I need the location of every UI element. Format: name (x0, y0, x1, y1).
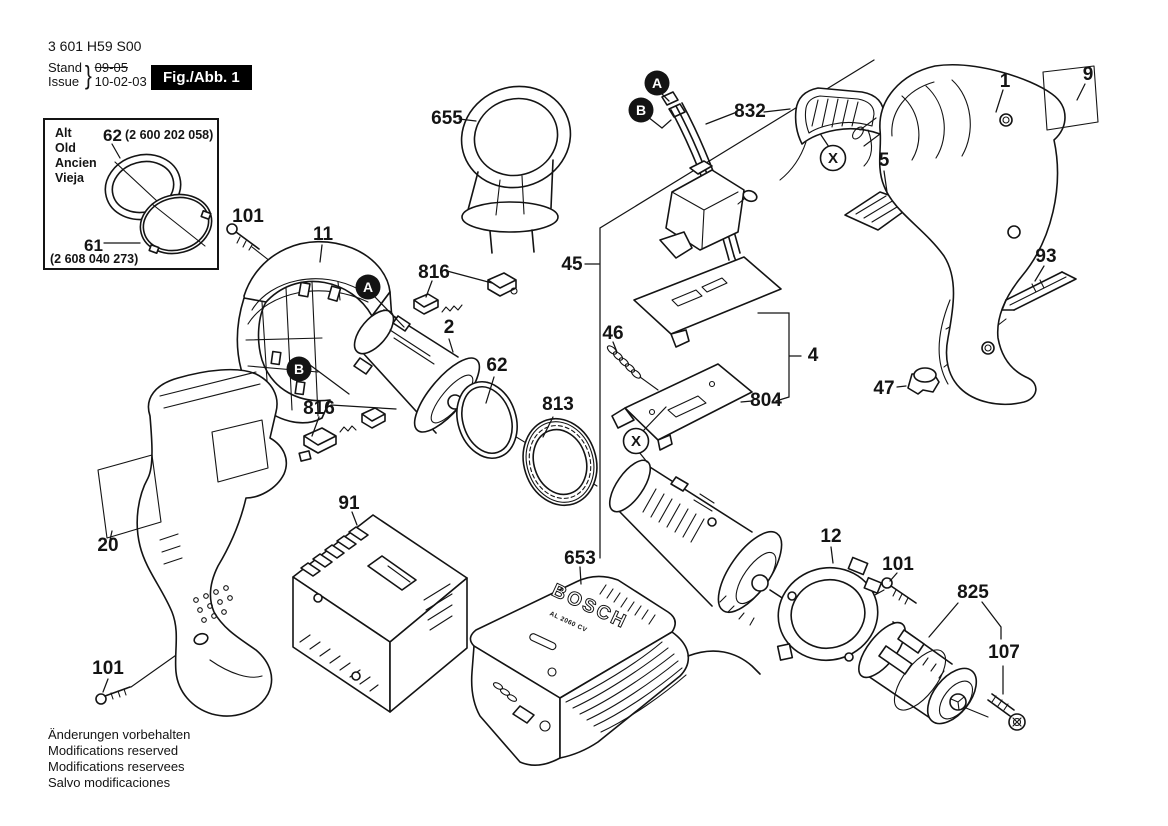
callout-101-bottomleft: 101 (92, 658, 124, 679)
old-box-lang-1: Alt (55, 126, 73, 140)
callout-816-upper: 816 (418, 262, 450, 283)
body-20-drawing (136, 368, 288, 717)
screw-107-drawing (987, 693, 1026, 731)
sticker-9-drawing (1042, 65, 1099, 131)
holder-655-drawing (460, 85, 572, 254)
ring-62-drawing (456, 381, 518, 459)
plate-804-drawing (611, 363, 753, 451)
title-block: 3 601 H59 S00 Stand Issue } 09-05 10-02-… (48, 38, 147, 89)
callout-91: 91 (338, 493, 360, 514)
callout-46: 46 (602, 323, 623, 344)
callout-101-right: 101 (882, 554, 914, 575)
svg-text:A: A (363, 279, 373, 295)
old-box-lower-number: 61 (84, 236, 103, 255)
footer-note-fr: Modifications reservees (48, 759, 185, 774)
marker-a-motor: A (355, 274, 381, 300)
callout-816-lower: 816 (303, 398, 335, 419)
ring-cover-12-drawing (776, 556, 883, 662)
reference-markers: A B A B X X (286, 70, 847, 455)
svg-text:B: B (636, 102, 646, 118)
leader-lines (102, 83, 1086, 693)
charger-653-drawing: BOSCH AL 2060 CV (469, 575, 761, 766)
callout-12: 12 (820, 526, 841, 547)
button-47-drawing (907, 367, 940, 395)
marker-x-module: X (819, 144, 847, 172)
sticker-20-drawing (97, 454, 162, 539)
issue-label: Issue (48, 74, 80, 89)
issue-date: 10-02-03 (94, 74, 147, 89)
stand-label: Stand (48, 60, 82, 75)
old-box-upper-code: (2 600 202 058) (125, 128, 213, 142)
group-45-bracket-line (599, 59, 875, 559)
group-4-bracket-line (757, 312, 802, 402)
bit-93-drawing (1001, 271, 1077, 311)
chuck-825-drawing (858, 621, 978, 725)
callout-11: 11 (313, 224, 334, 245)
marker-x-gearbox: X (622, 427, 650, 455)
callout-832: 832 (734, 101, 766, 122)
svg-text:A: A (652, 75, 662, 91)
group-825-bracket-line (928, 601, 1004, 695)
footer-note-es: Salvo modificaciones (48, 775, 171, 790)
marker-b-top: B (628, 97, 654, 123)
callout-813: 813 (542, 394, 574, 415)
callout-20: 20 (97, 535, 118, 556)
footer-note-de: Änderungen vorbehalten (48, 727, 191, 742)
old-ring-61-drawing (139, 193, 213, 255)
footer-note-en: Modifications reserved (48, 743, 179, 758)
callout-5: 5 (879, 150, 890, 171)
brush-set-816-upper-drawing (413, 272, 518, 315)
old-box-upper-number: 62 (103, 126, 122, 145)
svg-text:X: X (828, 150, 838, 167)
callout-101-topleft: 101 (232, 206, 264, 227)
callout-47: 47 (873, 378, 894, 399)
housing-1-drawing (852, 64, 1066, 406)
callout-107: 107 (988, 642, 1020, 663)
type-number: 3 601 H59 S00 (48, 38, 142, 54)
callout-9: 9 (1083, 64, 1094, 85)
callout-62: 62 (486, 355, 507, 376)
callout-825: 825 (957, 582, 989, 603)
footer-notes: Änderungen vorbehalten Modifications res… (48, 727, 190, 791)
old-parts-box: Alt Old Ancien Vieja 62 (2 600 202 058) … (43, 118, 219, 270)
callout-labels: 655 101 11 816 2 62 816 813 45 832 5 46 … (92, 64, 1093, 679)
old-box-lang-4: Vieja (55, 171, 85, 185)
issue-block: Stand Issue } 09-05 10-02-03 (48, 61, 147, 89)
screw-101-bottomleft-drawing (95, 686, 131, 705)
screw-101-topleft-drawing (226, 223, 260, 251)
figure-label: Fig./Abb. 1 (151, 65, 252, 90)
gearbox-x-drawing (608, 459, 791, 626)
chuck-screw-axis-line (965, 707, 989, 718)
svg-text:X: X (631, 433, 641, 450)
old-box-lang-2: Old (55, 141, 76, 155)
brace-glyph: } (84, 60, 92, 90)
marker-a-top: A (644, 70, 670, 96)
old-box-lang-3: Ancien (55, 156, 97, 170)
battery-91-drawing (292, 514, 468, 713)
callout-2: 2 (444, 317, 455, 338)
callout-653: 653 (564, 548, 596, 569)
callout-804: 804 (750, 390, 782, 411)
superseded-date: 09-05 (94, 60, 128, 75)
old-box-lower-code: (2 608 040 273) (50, 252, 138, 266)
screw-101-right-drawing (881, 577, 917, 605)
spring-46-drawing (606, 345, 659, 391)
callout-45: 45 (561, 254, 583, 275)
marker-b-motor: B (286, 356, 312, 382)
callout-93: 93 (1035, 246, 1056, 267)
ring-gear-813-drawing (522, 417, 598, 507)
callout-655: 655 (431, 108, 463, 129)
callout-1: 1 (1000, 71, 1011, 92)
svg-text:B: B (294, 361, 304, 377)
callout-4: 4 (808, 345, 819, 366)
switch-assembly-45-drawing (633, 91, 782, 348)
